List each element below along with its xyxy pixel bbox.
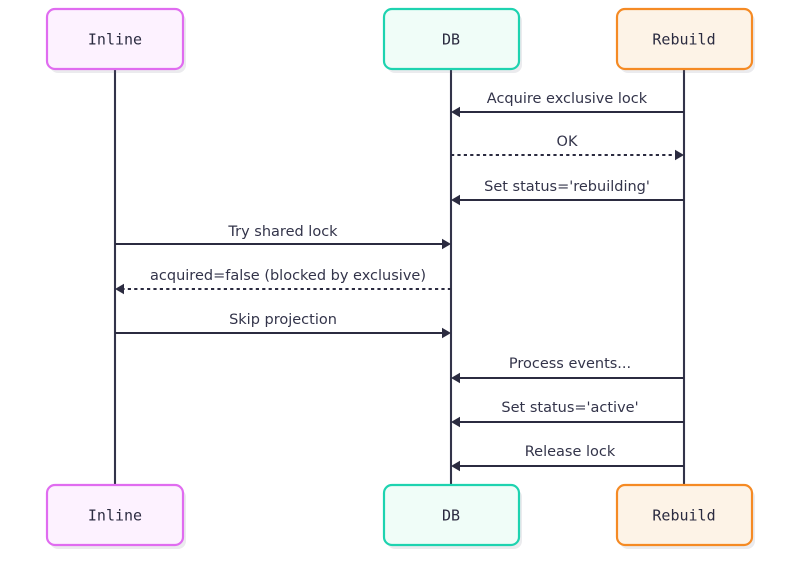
- actors-top-group: Inline DB Rebuild: [45, 7, 755, 73]
- participant-box-inline[interactable]: [45, 7, 185, 71]
- participant-inline-top[interactable]: Inline: [45, 7, 186, 73]
- message-arrowhead-4: [115, 283, 124, 295]
- message-3: Try shared lock: [115, 224, 451, 250]
- message-arrowhead-2: [451, 194, 460, 206]
- participant-label-db: DB: [442, 507, 460, 525]
- message-label-0: Acquire exclusive lock: [487, 91, 648, 107]
- actors-bottom-group: Inline DB Rebuild: [45, 483, 755, 549]
- message-arrowhead-3: [442, 238, 451, 250]
- message-6: Process events...: [451, 356, 684, 384]
- lifelines-group: [113, 69, 686, 485]
- participant-label-db: DB: [442, 31, 460, 49]
- message-arrowhead-0: [451, 106, 460, 118]
- message-arrowhead-6: [451, 372, 460, 384]
- message-arrowhead-5: [442, 327, 451, 339]
- participant-box-rebuild[interactable]: [615, 7, 754, 71]
- message-label-8: Release lock: [525, 444, 616, 460]
- participant-box-db[interactable]: [382, 483, 521, 547]
- participant-box-rebuild[interactable]: [615, 483, 754, 547]
- participant-rebuild-bottom[interactable]: Rebuild: [615, 483, 755, 549]
- participant-label-inline: Inline: [88, 507, 142, 525]
- participant-label-rebuild: Rebuild: [652, 31, 715, 49]
- message-5: Skip projection: [115, 312, 451, 339]
- participant-rebuild-top[interactable]: Rebuild: [615, 7, 755, 73]
- participant-label-inline: Inline: [88, 31, 142, 49]
- participant-box-db[interactable]: [382, 7, 521, 71]
- message-label-7: Set status='active': [501, 400, 638, 416]
- message-label-6: Process events...: [509, 356, 631, 372]
- message-arrowhead-8: [451, 460, 460, 472]
- message-label-1: OK: [557, 134, 578, 150]
- participant-db-top[interactable]: DB: [382, 7, 522, 73]
- message-label-2: Set status='rebuilding': [484, 179, 650, 195]
- message-label-5: Skip projection: [229, 312, 337, 328]
- participant-db-bottom[interactable]: DB: [382, 483, 522, 549]
- message-arrowhead-1: [675, 149, 684, 161]
- message-8: Release lock: [451, 444, 684, 472]
- participant-inline-bottom[interactable]: Inline: [45, 483, 186, 549]
- message-7: Set status='active': [451, 400, 684, 428]
- message-1: OK: [451, 134, 684, 161]
- message-2: Set status='rebuilding': [451, 179, 684, 206]
- message-0: Acquire exclusive lock: [451, 91, 684, 118]
- message-label-3: Try shared lock: [227, 224, 338, 240]
- message-arrowhead-7: [451, 416, 460, 428]
- message-label-4: acquired=false (blocked by exclusive): [150, 268, 426, 284]
- message-4: acquired=false (blocked by exclusive): [115, 268, 451, 295]
- participant-label-rebuild: Rebuild: [652, 507, 715, 525]
- participant-box-inline[interactable]: [45, 483, 185, 547]
